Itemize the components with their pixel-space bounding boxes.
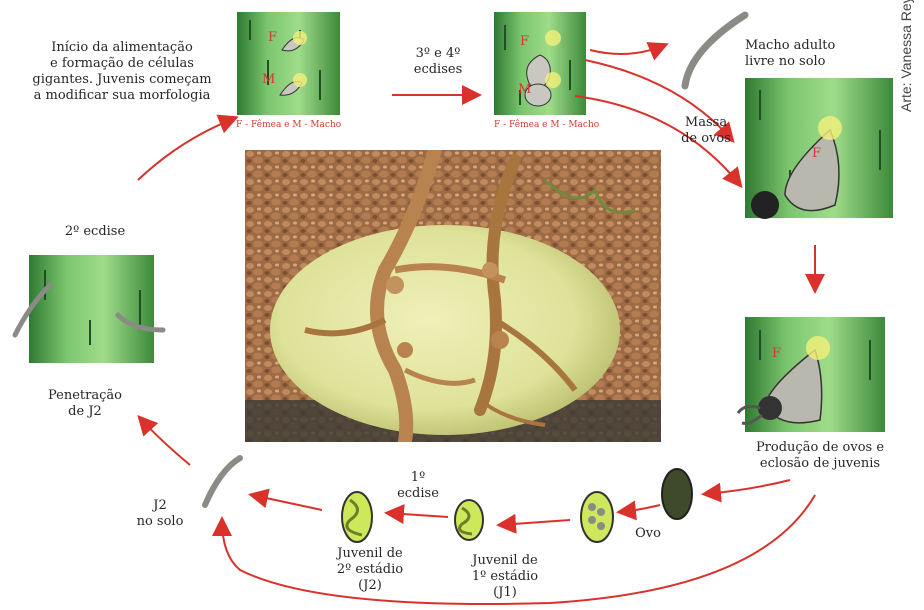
label-f-4: F (772, 346, 781, 361)
label-second-ecdysis: 2º ecdise (50, 224, 140, 240)
caption-fm-1: F - Fêmea e M - Macho (236, 120, 341, 130)
egg-dividing (581, 492, 613, 542)
male-adult-nematode (685, 15, 745, 86)
artist-credit: Arte: Vanessa Reyes (898, 0, 914, 112)
arrow-soil-to-penetration (140, 418, 190, 465)
caption-fm-2: F - Fêmea e M - Macho (494, 120, 599, 130)
label-m-2: M (518, 82, 531, 97)
label-egg: Ovo (628, 526, 668, 542)
j2-soil-nematode (205, 458, 240, 505)
arrow-dividing-to-j1 (500, 520, 570, 525)
arrow-penetration-to-feeding (138, 118, 235, 180)
egg-j1 (455, 500, 483, 540)
label-f-3: F (812, 146, 821, 161)
root-segment-penetration (15, 255, 163, 363)
egg-dark (662, 469, 692, 519)
arrow-egg-to-dividing (620, 505, 660, 512)
root-segment-ecdysis (494, 12, 586, 115)
arrow-production-to-egg (705, 480, 790, 494)
arrow-ecdysis-to-male (590, 45, 665, 54)
label-f-2: F (520, 34, 529, 49)
arrow-j1-to-j2 (388, 513, 448, 517)
root-segment-egg-production (738, 317, 885, 432)
arrow-j2-to-soil (252, 495, 322, 510)
root-segment-feeding (237, 12, 340, 115)
label-f-1: F (268, 30, 277, 45)
egg-j2 (342, 492, 372, 542)
label-m-1: M (262, 72, 275, 87)
